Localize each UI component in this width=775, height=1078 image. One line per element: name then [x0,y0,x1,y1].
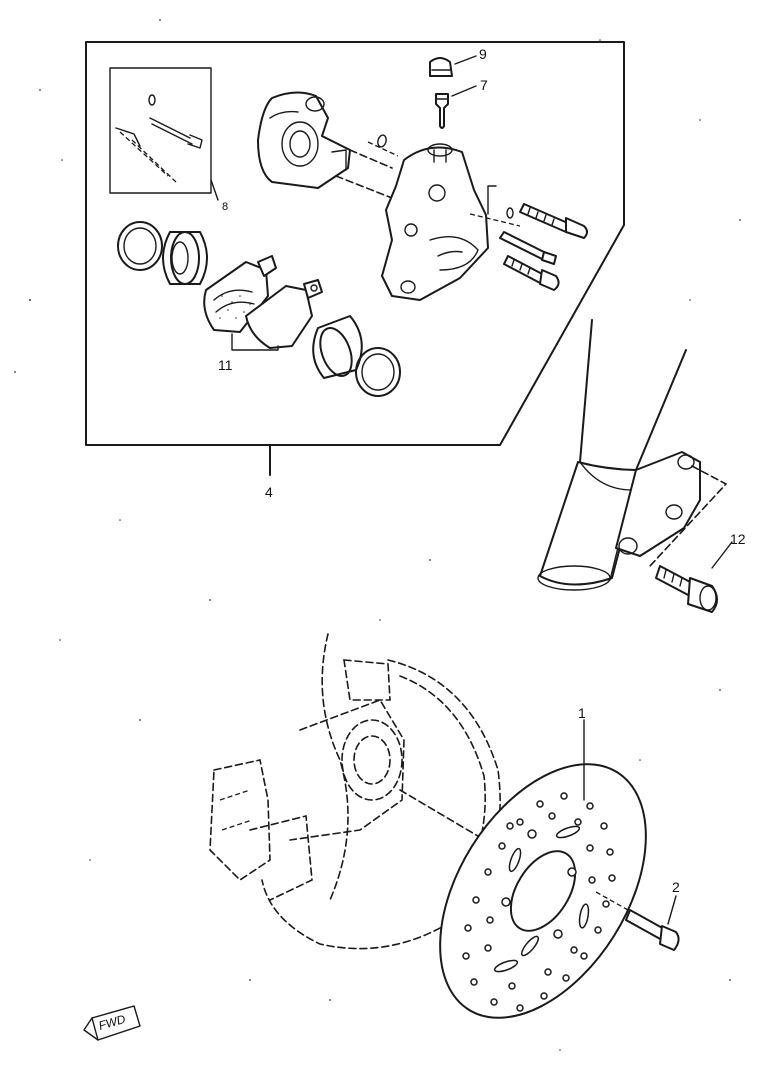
caliper-bracket [257,91,351,189]
guide-line-upper [367,141,399,157]
front-fork-leg [537,319,701,591]
bleed-screw-inset-detail [115,94,203,183]
leader-12 [711,541,733,569]
caliper-mount-bolt [655,565,718,613]
disc-vent-holes [462,792,616,1012]
fork-mount-guide [649,465,728,567]
bleed-screw [435,93,449,129]
caliper-assembly-frame [85,41,625,446]
piston-right [312,315,363,379]
bleed-screw-cap [429,57,453,77]
disc-bolt [625,909,680,951]
piston-seal-left [117,221,163,271]
callout-1: 1 [578,705,586,721]
callout-9: 9 [479,46,487,62]
bracket-alignment-lines [335,149,393,199]
callout-11: 11 [218,357,233,373]
o-ring-mark-upper [377,134,387,148]
piston-seal-right [355,347,401,397]
scan-speckle [14,19,741,1051]
bleed-screw-inset-box [109,67,212,194]
piston-left [162,231,208,285]
bracket-mark [487,185,497,215]
caliper-bolt-lower [503,255,560,291]
callout-12: 12 [730,531,746,547]
callout-7: 7 [480,77,488,93]
caliper-bolt-upper [519,203,588,239]
caliper-body [381,143,489,301]
guide-line-right [469,213,521,227]
callout-8: 8 [222,201,228,213]
disc-alignment-line [399,789,489,843]
callout-2: 2 [672,879,680,895]
brake-disc [439,763,647,1019]
brake-pad-inner [245,279,323,349]
leader-7 [451,85,477,97]
disc-bolt-guide [595,891,629,911]
leader-2 [667,895,677,925]
caliper-pin [499,231,557,265]
forward-direction-badge [83,1005,141,1041]
leader-9 [454,55,477,65]
callout-4: 4 [265,484,273,500]
pad-friction-texture [219,295,251,319]
pad-bracket-leader [231,333,279,351]
o-ring-mark-right [506,207,514,219]
inset-leader [210,179,219,201]
